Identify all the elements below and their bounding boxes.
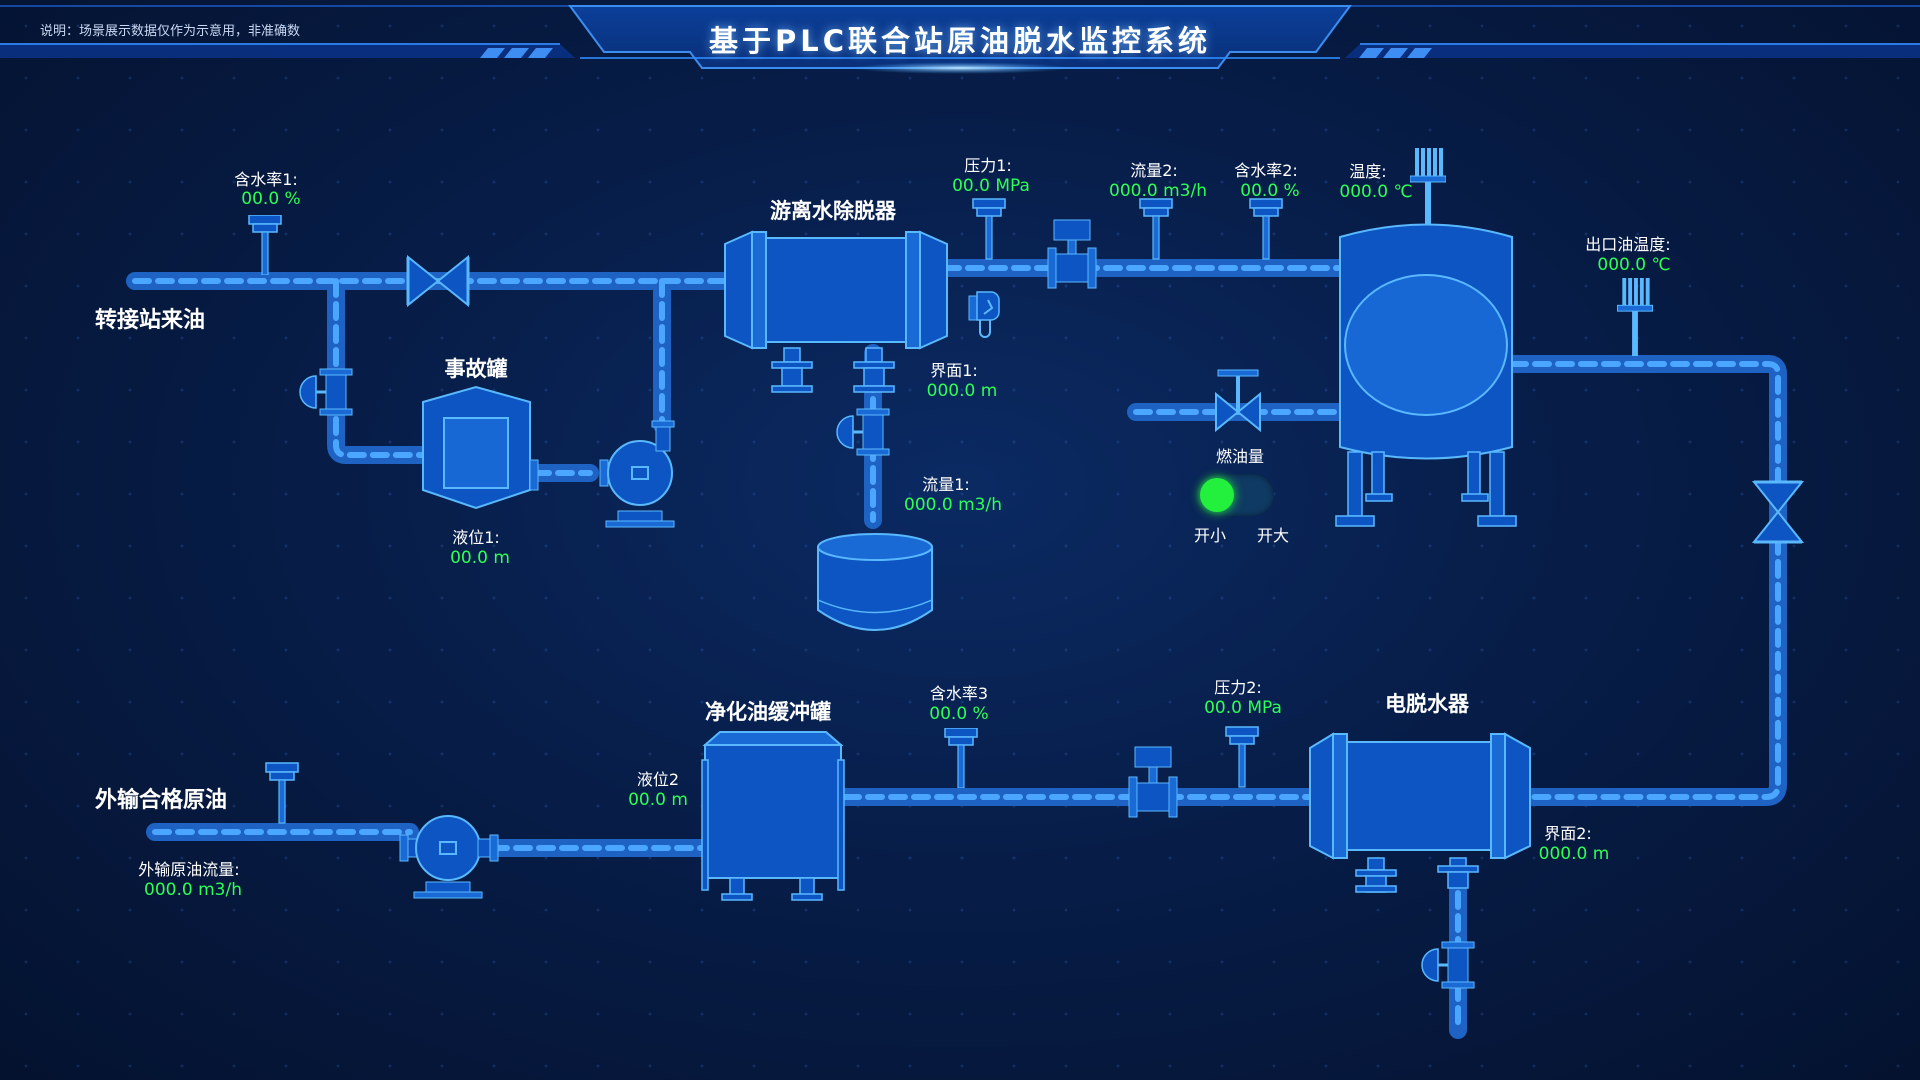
outlet-oil-temp-value: 000.0 ℃ — [1597, 255, 1671, 275]
water-collection-tank — [817, 533, 933, 631]
level-2-label: 液位2 — [636, 770, 680, 789]
flowmeter-lower-icon — [1128, 746, 1178, 818]
water-cut-1-sensor-icon — [248, 215, 282, 275]
interface-1-label: 界面1: — [930, 361, 978, 380]
export-flow-label: 外输原油流量: — [138, 860, 240, 879]
level-1-value: 00.0 m — [450, 548, 510, 568]
fuel-amount-label: 燃油量 — [1215, 447, 1265, 466]
flow-1-label: 流量1: — [922, 475, 970, 494]
header-bar: 说明：场景展示数据仅作为示意用，非准确数 基于PLC联合站原油脱水监控系统 — [0, 0, 1920, 90]
flow-2-value: 000.0 m3/h — [1109, 181, 1207, 201]
water-cut-1-value: 00.0 % — [241, 189, 301, 209]
disclaimer-note: 说明：场景展示数据仅作为示意用，非准确数 — [40, 24, 301, 39]
clean-oil-buffer-tank[interactable] — [701, 731, 845, 901]
open-large-label[interactable]: 开大 — [1256, 526, 1290, 545]
export-flow-value: 000.0 m3/h — [144, 880, 242, 900]
water-cut-3-label: 含水率3 — [929, 684, 989, 703]
open-small-label[interactable]: 开小 — [1193, 526, 1227, 545]
outlet-valve-icon[interactable] — [1751, 480, 1805, 544]
electric-dehydrator-title: 电脱水器 — [1385, 692, 1469, 716]
flow-1-value: 000.0 m3/h — [904, 495, 1002, 515]
free-water-remover-title: 游离水除脱器 — [770, 199, 896, 223]
page-title: 基于PLC联合站原油脱水监控系统 — [708, 24, 1212, 58]
buffer-tank-title: 净化油缓冲罐 — [705, 700, 831, 724]
fuel-amount-toggle[interactable] — [1196, 474, 1274, 516]
water-cut-2-sensor-icon — [1249, 198, 1283, 260]
header-frame — [0, 5, 1920, 74]
interface-1-value: 000.0 m — [926, 381, 998, 401]
flow-2-label: 流量2: — [1130, 161, 1178, 180]
flow-2-sensor-icon — [1139, 198, 1173, 260]
heater-thermometer-icon — [1410, 148, 1446, 228]
toggle-knob — [1200, 478, 1234, 512]
interface-transmitter-icon — [968, 291, 1000, 338]
pressure-1-value: 00.0 MPa — [952, 176, 1030, 196]
pressure-1-label: 压力1: — [964, 156, 1012, 175]
pressure-2-value: 00.0 MPa — [1204, 698, 1282, 718]
accident-line-hand-valve-icon[interactable] — [299, 368, 353, 416]
transfer-pump-icon[interactable] — [599, 420, 675, 528]
drain-hand-valve-icon[interactable] — [836, 408, 890, 456]
outlet-oil-temp-label: 出口油温度: — [1585, 235, 1671, 254]
water-cut-3-sensor-icon — [944, 728, 978, 788]
level-2-value: 00.0 m — [628, 790, 688, 810]
flowmeter-2-icon — [1047, 219, 1097, 289]
accident-tank-title: 事故罐 — [444, 357, 508, 381]
accident-tank[interactable] — [422, 385, 539, 510]
dehydrator-drain-hand-valve-icon[interactable] — [1421, 941, 1475, 989]
interface-2-label: 界面2: — [1544, 824, 1592, 843]
temperature-label: 温度: — [1349, 162, 1387, 181]
outlet-destination-label: 外输合格原油 — [95, 788, 228, 813]
level-1-label: 液位1: — [452, 528, 500, 547]
water-cut-1-label: 含水率1: — [234, 170, 298, 189]
inlet-valve-icon[interactable] — [406, 254, 470, 308]
free-water-remover[interactable] — [724, 230, 948, 393]
water-cut-2-value: 00.0 % — [1240, 181, 1300, 201]
export-pump-icon[interactable] — [399, 815, 499, 899]
fuel-control-valve-icon[interactable] — [1215, 369, 1261, 433]
export-flow-sensor-icon — [265, 762, 299, 824]
outlet-thermometer-icon — [1617, 278, 1653, 356]
pressure-1-sensor-icon — [972, 198, 1006, 260]
pressure-2-sensor-icon — [1225, 726, 1259, 788]
electric-dehydrator[interactable] — [1309, 732, 1531, 893]
inlet-source-label: 转接站来油 — [95, 308, 206, 333]
pressure-2-label: 压力2: — [1214, 678, 1262, 697]
interface-2-value: 000.0 m — [1538, 844, 1610, 864]
heating-furnace[interactable] — [1335, 223, 1517, 527]
water-cut-3-value: 00.0 % — [929, 704, 989, 724]
temperature-value: 000.0 ℃ — [1339, 182, 1413, 202]
water-cut-2-label: 含水率2: — [1234, 161, 1298, 180]
